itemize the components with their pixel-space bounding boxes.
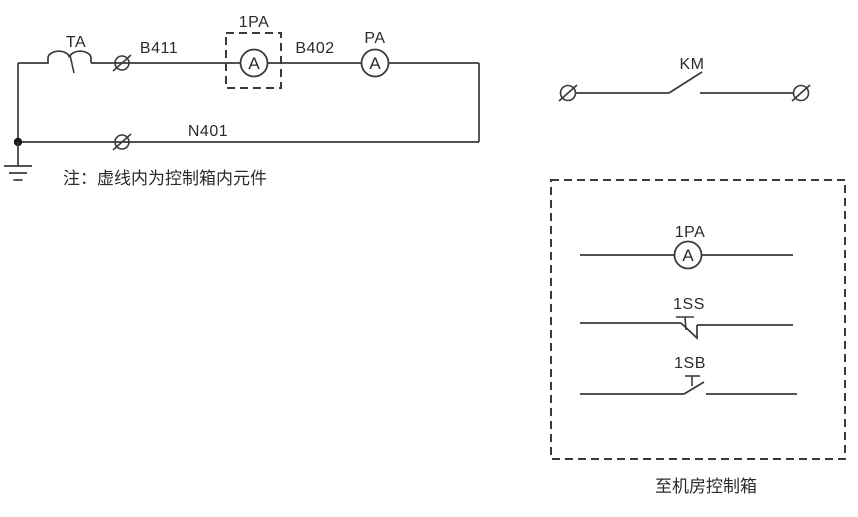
ground-icon (4, 142, 32, 181)
ammeter-dial-letter: A (369, 54, 381, 73)
terminal-icon (112, 133, 132, 151)
transformer-label: TA (66, 34, 86, 51)
ammeter-1pa-icon: A (673, 240, 703, 270)
contactor-contact: KM (558, 56, 811, 102)
control-box-enclosure (550, 179, 846, 460)
remote-control-box: A 1PA 1SS 1SB (550, 179, 846, 496)
wire-label-b411: B411 (140, 40, 178, 57)
current-transformer-icon (47, 50, 92, 63)
box-selector-row: 1SS (580, 296, 793, 340)
terminal-icon (558, 84, 578, 102)
current-transformer-tap-tick (69, 54, 75, 74)
primary-circuit: A A TA B411 1PA B402 PA N401 注：虚线内为控制箱内元… (4, 14, 480, 188)
ammeter-dial-letter: A (682, 246, 694, 265)
meter-label-pa: PA (364, 30, 385, 47)
schematic-note: 注：虚线内为控制箱内元件 (63, 169, 267, 188)
ammeter-pa-icon: A (360, 48, 390, 78)
control-box-meter-enclosure (225, 32, 282, 89)
terminal-icon (791, 84, 811, 102)
contactor-label-km: KM (680, 56, 705, 73)
wire-label-n401: N401 (188, 123, 228, 140)
pushbutton-label-1sb: 1SB (674, 355, 706, 372)
box-pushbutton-row: 1SB (580, 355, 797, 395)
selector-label-1ss: 1SS (673, 296, 705, 313)
ammeter-1pa-icon: A (239, 48, 269, 78)
no-contact-blade-icon (668, 71, 703, 94)
meter-label-1pa: 1PA (239, 14, 270, 31)
box-ammeter-row: A 1PA (580, 224, 793, 270)
top-wire-left (18, 57, 49, 64)
control-box-caption: 至机房控制箱 (655, 477, 757, 496)
ammeter-dial-letter: A (248, 54, 260, 73)
no-pushbutton-icon (580, 375, 797, 395)
terminal-icon (112, 54, 132, 72)
box-meter-label-1pa: 1PA (675, 224, 706, 241)
wire-label-b402: B402 (295, 40, 334, 57)
nc-pushbutton-icon (580, 316, 793, 340)
